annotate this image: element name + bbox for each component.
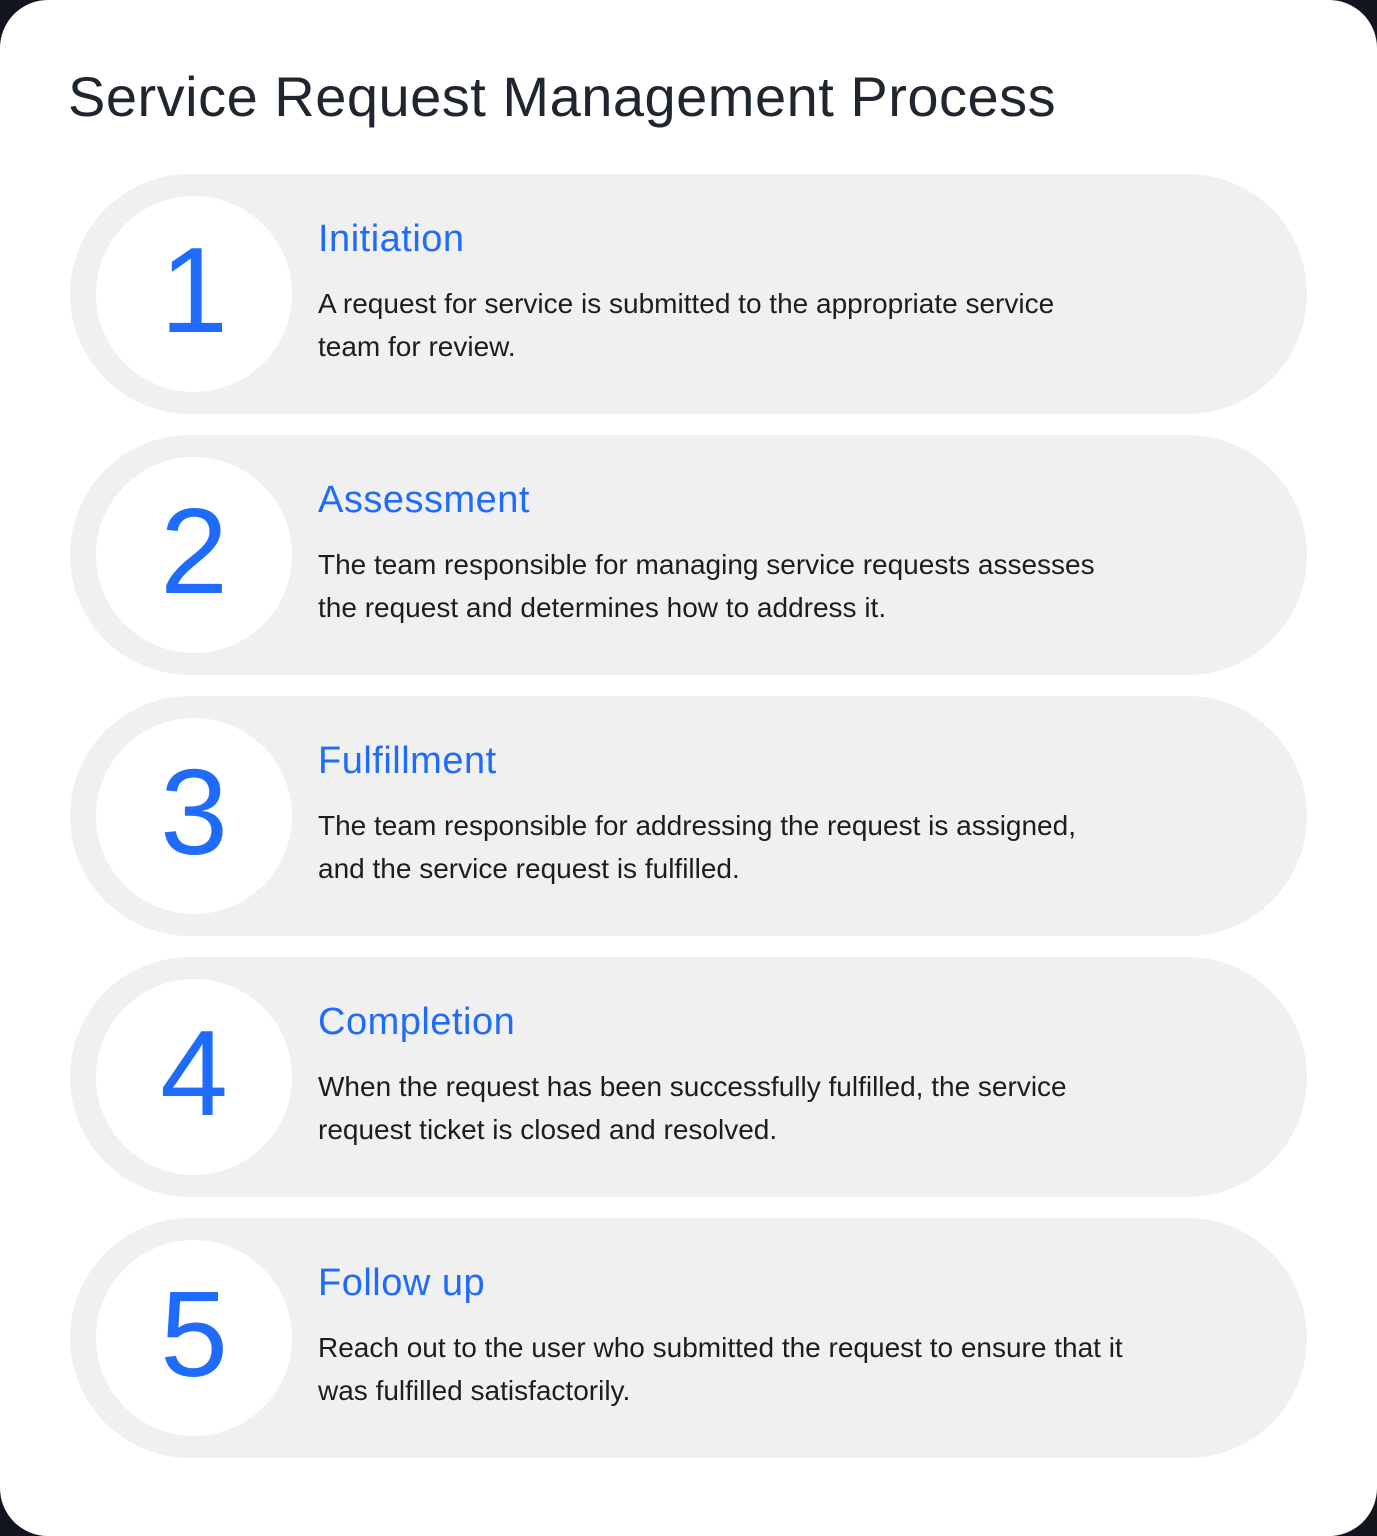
step-title: Follow up [318, 1261, 486, 1304]
step-number-badge: 4 [96, 978, 292, 1175]
step-number-badge: 2 [96, 456, 292, 653]
step-number-badge: 5 [96, 1239, 292, 1436]
step-description: A request for service is submitted to th… [318, 287, 1055, 362]
step-row: 2 Assessment The team responsible for ma… [70, 434, 1307, 675]
step-row: 4 Completion When the request has been s… [70, 956, 1307, 1197]
page-title: Service Request Management Process [68, 65, 1057, 128]
step-number: 4 [160, 1004, 228, 1141]
step-content: Completion When the request has been suc… [318, 1000, 1067, 1151]
step-description: The team responsible for managing servic… [318, 548, 1095, 623]
step-content: Assessment The team responsible for mana… [318, 478, 1095, 629]
step-title: Fulfillment [318, 739, 497, 782]
step-number: 2 [160, 482, 228, 619]
step-number: 5 [160, 1265, 228, 1402]
step-content: Fulfillment The team responsible for add… [318, 739, 1076, 890]
step-row: 3 Fulfillment The team responsible for a… [70, 695, 1307, 936]
step-description: Reach out to the user who submitted the … [318, 1331, 1123, 1406]
step-number-badge: 3 [96, 717, 292, 914]
step-number: 3 [160, 743, 228, 880]
step-title: Initiation [318, 217, 465, 260]
step-row: 5 Follow up Reach out to the user who su… [70, 1217, 1307, 1458]
step-description: When the request has been successfully f… [318, 1070, 1067, 1145]
step-row: 1 Initiation A request for service is su… [70, 173, 1307, 414]
step-number-badge: 1 [96, 195, 292, 392]
step-description: The team responsible for addressing the … [318, 809, 1076, 884]
step-title: Completion [318, 1000, 516, 1043]
steps-list: 1 Initiation A request for service is su… [70, 173, 1307, 1458]
step-number: 1 [160, 221, 228, 358]
step-content: Initiation A request for service is subm… [318, 217, 1055, 368]
step-content: Follow up Reach out to the user who subm… [318, 1261, 1123, 1412]
step-title: Assessment [318, 478, 530, 521]
